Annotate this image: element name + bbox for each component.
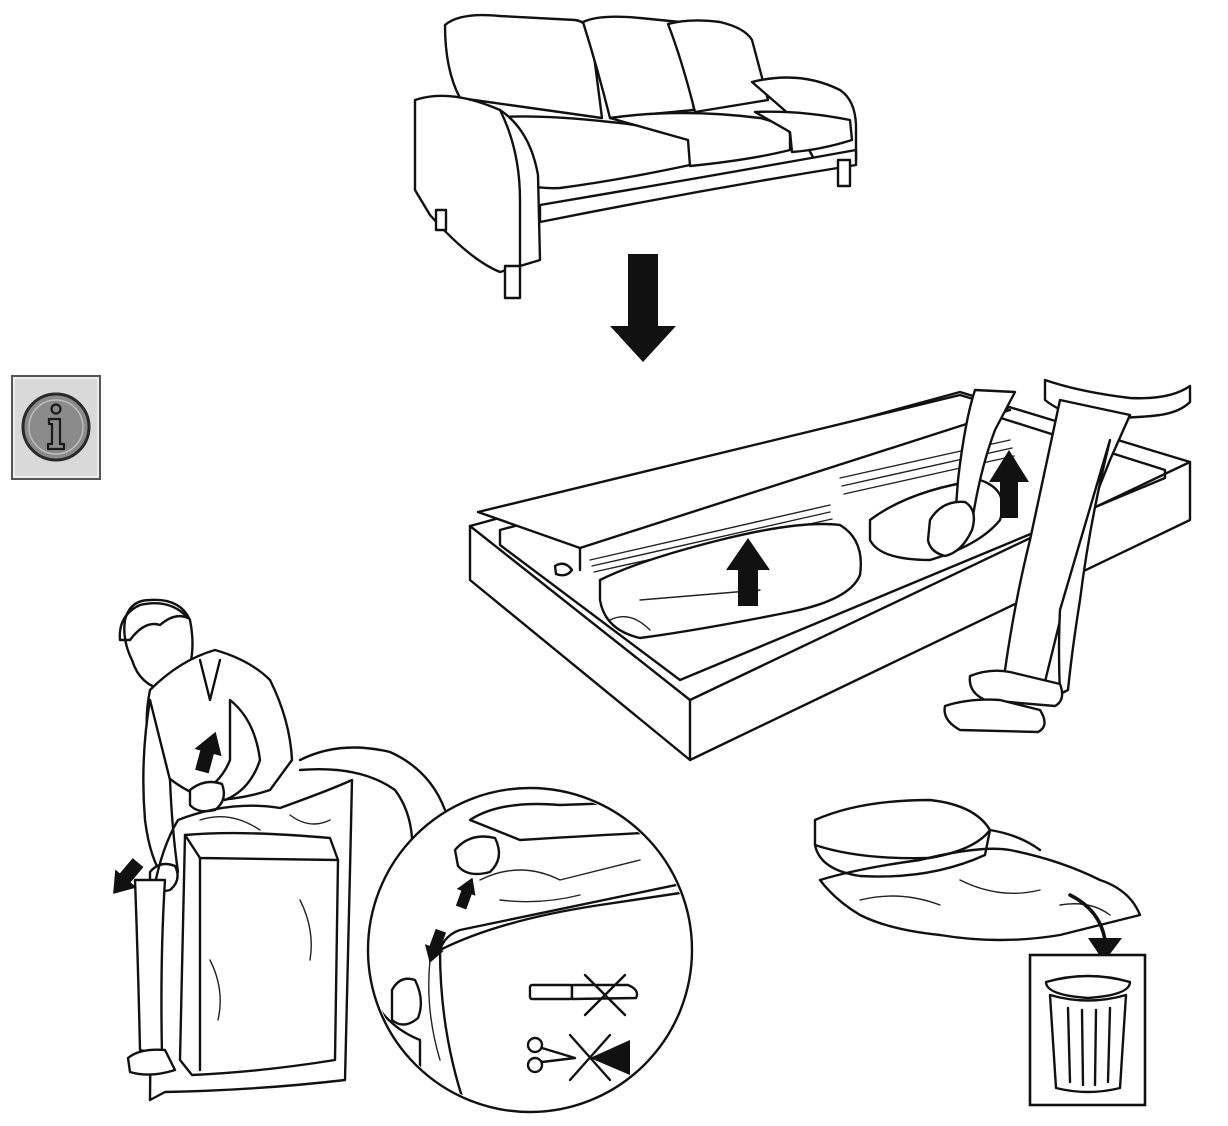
bag-flap-line [298, 767, 414, 840]
trash-bin-icon [1028, 953, 1147, 1107]
info-icon [11, 375, 101, 480]
lift-arrows-icon [726, 450, 1029, 606]
pull-arrows-icon [113, 731, 222, 894]
arrow-to-trash-icon [1068, 893, 1122, 962]
packaging-box-illustration [468, 390, 1192, 762]
arrow-down-icon [610, 254, 676, 362]
bag-flap-line [298, 746, 447, 812]
person-unpacking-illustration [113, 598, 354, 1102]
unwrapped-cushion-illustration [813, 798, 1142, 942]
sofa-icon [413, 13, 858, 300]
zoom-detail-illustration [366, 786, 694, 1114]
person-lifting-illustration [926, 378, 1192, 734]
pull-arrows-icon [424, 877, 476, 963]
no-sharp-tools-icon [526, 973, 639, 1082]
